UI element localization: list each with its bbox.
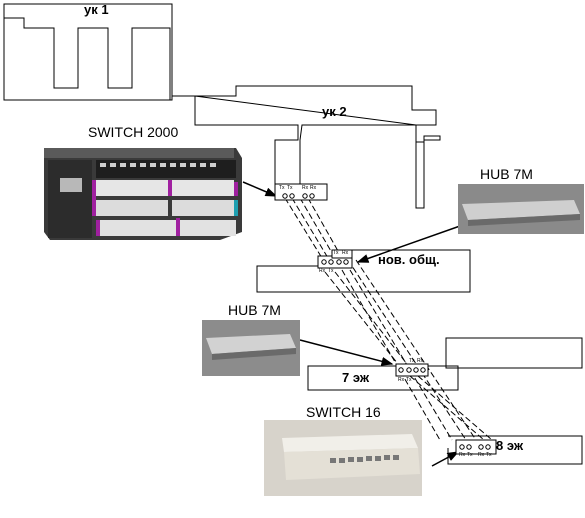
device-label-switch2000: SWITCH 2000 <box>88 124 179 140</box>
building-uk1-connector <box>170 95 195 101</box>
building-label-uk1: ук 1 <box>84 2 109 17</box>
patch-panel-uk2 <box>274 183 328 201</box>
port-label: Tx <box>287 185 293 191</box>
fiber-line-2 <box>291 197 329 259</box>
patch-panel-nov <box>317 249 353 269</box>
fiber-cables <box>284 197 493 441</box>
port-label: Tx <box>406 377 412 383</box>
building-uk2-outline <box>194 85 441 209</box>
building-label-uk2: ук 2 <box>322 104 347 119</box>
port-label: Rx <box>478 452 485 458</box>
port-label: Rx <box>398 377 405 383</box>
port-label: Tx <box>467 452 473 458</box>
building-floor7-outline <box>307 365 459 391</box>
fiber-line-12 <box>417 375 493 441</box>
port-label: Tx <box>328 268 334 274</box>
fiber-line-3 <box>299 197 336 259</box>
device-label-switch16: SWITCH 16 <box>306 404 381 420</box>
arrow-switch16-to-floor8 <box>431 451 460 467</box>
switch16-image <box>264 420 422 496</box>
device-label-hub-left: HUB 7M <box>228 302 281 318</box>
fiber-line-7 <box>341 269 441 441</box>
fiber-line-4 <box>307 197 343 259</box>
building-label-floor7: 7 эж <box>342 370 370 385</box>
fiber-line-5 <box>324 271 399 365</box>
arrow-hub-left-to-floor7 <box>299 339 394 366</box>
patch-panel-floor8 <box>455 439 497 455</box>
hub-right-image <box>458 184 584 234</box>
port-label: Tx <box>486 452 492 458</box>
building-label-nov: нов. общ. <box>378 252 440 267</box>
port-label: Rx <box>310 185 317 191</box>
building-label-floor8: 8 эж <box>496 438 524 453</box>
port-label: Rx <box>319 268 326 274</box>
building-uk1-outline <box>3 3 173 101</box>
port-label: Rx <box>417 358 424 364</box>
port-label: Rx <box>459 452 466 458</box>
port-label: Tx <box>279 185 285 191</box>
patch-panel-floor7 <box>395 363 429 377</box>
device-label-hub-right: HUB 7M <box>480 166 533 182</box>
fiber-line-6 <box>334 271 408 365</box>
switch2000-image <box>44 148 242 240</box>
building-empty-box <box>445 337 583 369</box>
port-label: Rx <box>342 250 349 256</box>
fiber-line-8 <box>349 269 453 441</box>
hub-left-image <box>202 320 300 376</box>
arrow-hub-right-to-nov <box>356 225 461 263</box>
port-label: Tx <box>409 358 415 364</box>
arrow-switch2000-to-panel <box>242 181 278 197</box>
port-label: Rx <box>302 185 309 191</box>
port-label: Tx <box>333 250 339 256</box>
fiber-line-1 <box>284 197 323 259</box>
fiber-line-10 <box>355 259 477 441</box>
fiber-line-11 <box>409 375 485 441</box>
